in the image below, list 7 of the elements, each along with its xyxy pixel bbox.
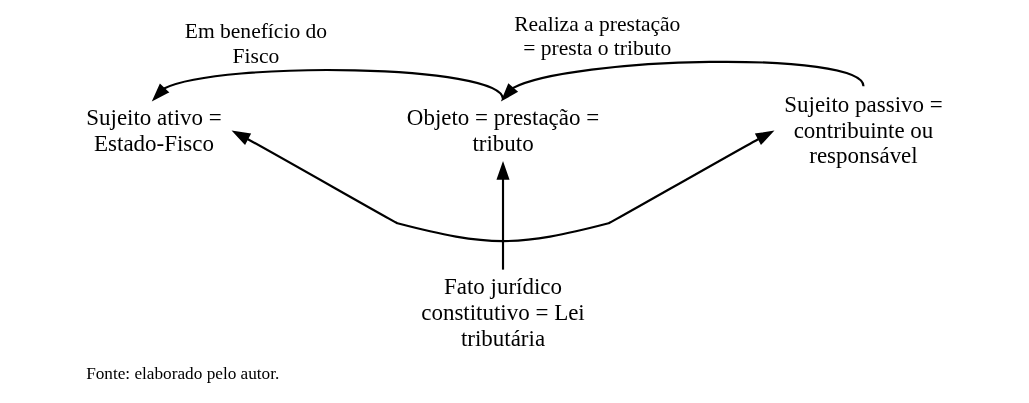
node-text: Sujeito ativo = Estado-Fisco [86, 104, 222, 156]
edge-label: Em benefício do Fisco [184, 19, 328, 68]
node-text: Sujeito passivo = contribuinte ou responsável [784, 91, 943, 169]
caption: Fonte: elaborado pelo autor. [86, 363, 280, 383]
edge-label: Realiza a prestação = presta o tributo [514, 12, 681, 61]
node-text: Objeto = prestação = tributo [406, 104, 600, 156]
node-text: Fato jurídico constitutivo = Lei tributária [421, 274, 585, 351]
